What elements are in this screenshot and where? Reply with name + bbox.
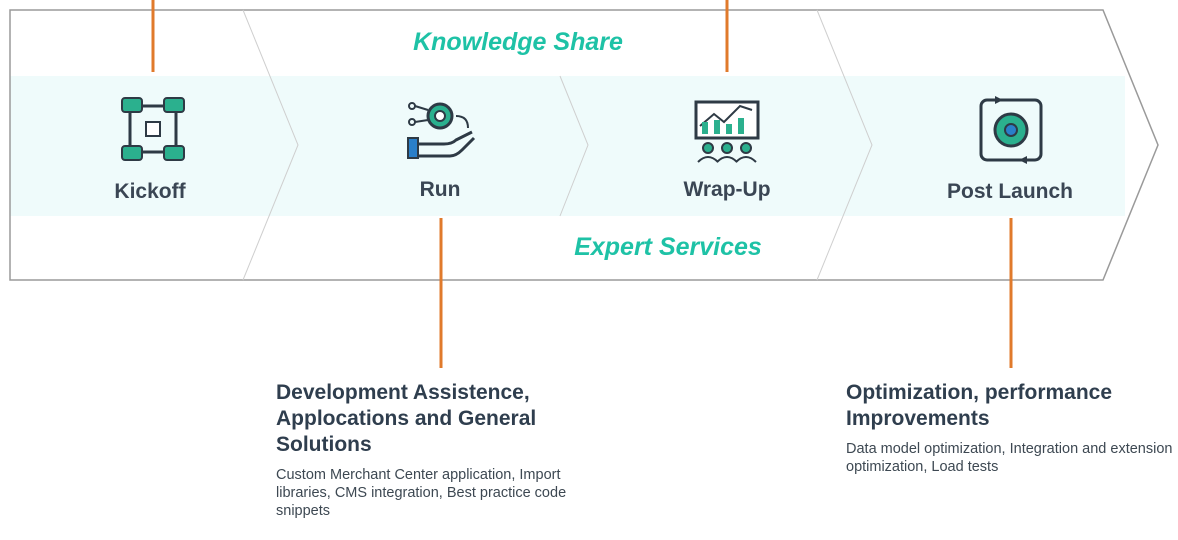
gear-hand-icon: [407, 102, 476, 159]
expert-services-label: Expert Services: [574, 233, 762, 261]
process-arrow-outline: [9, 9, 1159, 281]
gear-cycle-icon: [979, 96, 1043, 164]
phase-label-kickoff: Kickoff: [114, 180, 186, 203]
callout-run-body: Custom Merchant Center application, Impo…: [276, 467, 567, 519]
phase-divider-2: [559, 75, 589, 217]
presentation-chart-icon: [694, 100, 760, 163]
callout-run: Development Assistence, Applocations and…: [276, 380, 606, 520]
callout-post-launch-body: Data model optimization, Integration and…: [846, 441, 1173, 475]
callout-post-launch-title: Optimization, performance Improvements: [846, 381, 1113, 430]
phase-divider-1: [242, 9, 299, 281]
callout-run-title: Development Assistence, Applocations and…: [276, 381, 537, 456]
highlight-band: [10, 76, 1125, 216]
teamwork-hands-icon: [121, 97, 185, 161]
phase-label-run: Run: [419, 178, 461, 201]
knowledge-share-label: Knowledge Share: [413, 28, 623, 56]
callout-post-launch: Optimization, performance Improvements D…: [846, 380, 1176, 476]
phase-label-wrap-up: Wrap-Up: [683, 178, 771, 201]
phase-label-post-launch: Post Launch: [946, 180, 1073, 203]
phase-divider-3: [816, 9, 873, 281]
